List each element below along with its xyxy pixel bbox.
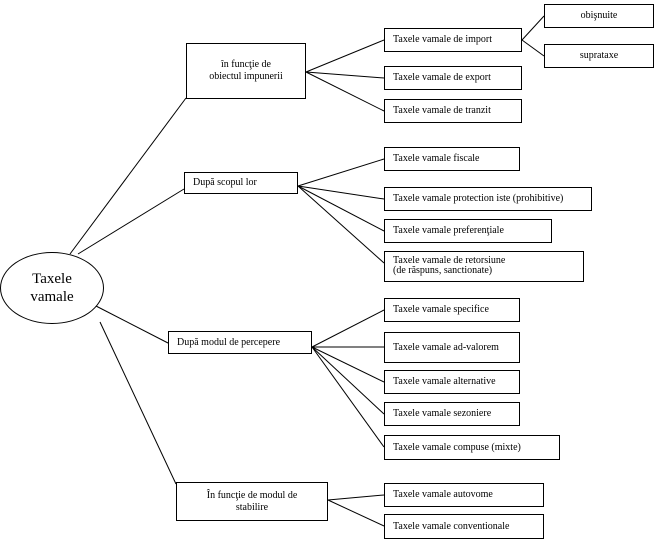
leaf-node-tranzit: Taxele vamale de tranzit: [384, 99, 522, 123]
edge-establishment-conventionale: [327, 499, 385, 527]
edge-establishment-autonome: [327, 494, 385, 501]
leaf-node-export: Taxele vamale de export: [384, 66, 522, 90]
group-node-object: în funcţie de obiectul impunerii: [186, 43, 306, 99]
group-node-scope: După scopul lor: [184, 172, 298, 194]
edge-scope-fiscale: [297, 158, 385, 187]
edge-scope-protectioniste: [297, 185, 385, 200]
edge-perception-compuse: [311, 346, 385, 448]
leaf-node-protectioniste: Taxele vamale protection iste (prohibiti…: [384, 187, 592, 211]
leaf-node-fiscale: Taxele vamale fiscale: [384, 147, 520, 171]
root-to-group-perception: [95, 305, 169, 344]
edge-perception-sezoniere: [311, 346, 385, 415]
edge-import-obisnuite: [521, 15, 545, 41]
leaf-node-import: Taxele vamale de import: [384, 28, 522, 52]
edge-object-import: [305, 39, 385, 73]
group-node-establishment: În funcţie de modul de stabilire: [176, 482, 328, 521]
group-node-perception: După modul de percepere: [168, 331, 312, 354]
edge-scope-preferentiale: [297, 185, 385, 232]
leaf-node-conventionale: Taxele vamale conventionale: [384, 514, 544, 539]
leaf-node-specifice: Taxele vamale specifice: [384, 298, 520, 322]
leaf-node-ad-valorem: Taxele vamale ad-valorem: [384, 332, 520, 363]
leaf-node-autonome: Taxele vamale autovome: [384, 483, 544, 507]
edge-object-export: [305, 71, 385, 79]
leaf-node-sezoniere: Taxele vamale sezoniere: [384, 402, 520, 426]
edge-object-tranzit: [305, 71, 385, 112]
leaf-node-alternative: Taxele vamale alternative: [384, 370, 520, 394]
leaf-node-retorsiune: Taxele vamale de retorsiune (de răspuns,…: [384, 251, 584, 282]
edge-perception-specifice: [311, 309, 385, 348]
root-to-group-establishment: [99, 321, 177, 485]
leaf-node-obisnuite: obişnuite: [544, 4, 654, 28]
leaf-node-compuse: Taxele vamale compuse (mixte): [384, 435, 560, 460]
edge-import-suprataxe: [521, 39, 545, 57]
root-node: Taxele vamale: [0, 252, 104, 324]
leaf-node-preferentiale: Taxele vamale preferenţiale: [384, 219, 552, 243]
root-to-group-scope: [77, 188, 185, 255]
edge-scope-retorsiune: [297, 185, 385, 264]
edge-perception-alternative: [311, 346, 385, 383]
leaf-node-suprataxe: suprataxe: [544, 44, 654, 68]
root-to-group-object: [69, 97, 187, 255]
